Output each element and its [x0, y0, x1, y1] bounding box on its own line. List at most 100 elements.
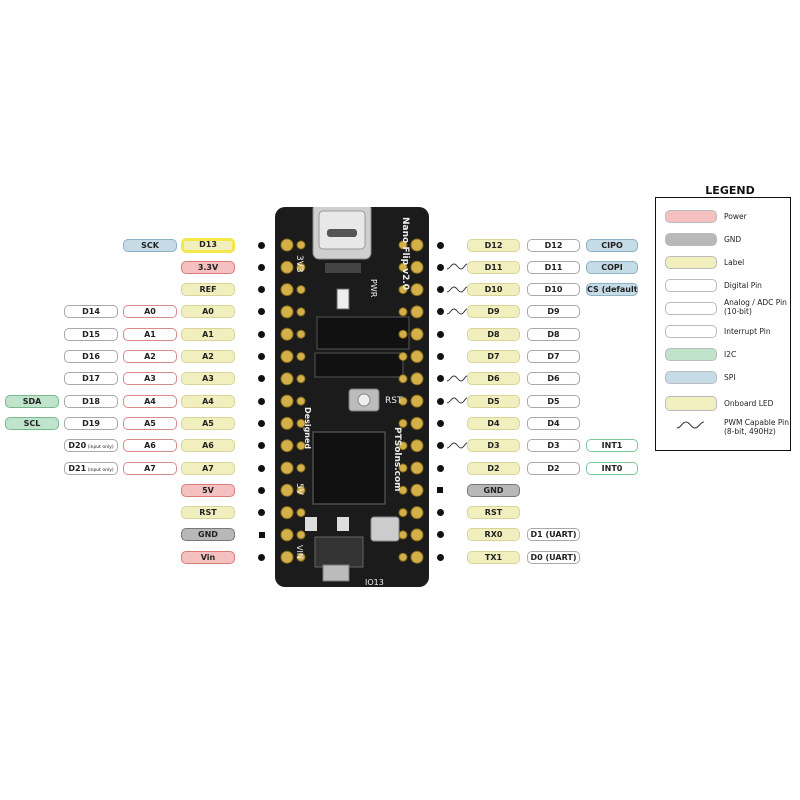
- pin-tag-text: A0: [202, 307, 214, 317]
- header-pin-hole: [296, 329, 306, 339]
- pin-tag-analog: A7: [123, 461, 177, 475]
- pin-tag-text: D14: [82, 307, 100, 317]
- pin-marker-dot: [258, 509, 265, 517]
- pwm-wave-icon: [446, 308, 468, 315]
- pin-tag-digital: D5: [527, 394, 580, 408]
- pin-tag-text: SDA: [22, 396, 42, 406]
- header-pin-hole: [296, 374, 306, 384]
- legend-swatch-spi: [665, 371, 717, 384]
- header-pin-hole: [410, 528, 424, 542]
- header-pin-hole: [280, 483, 294, 497]
- pin-tag-label: D12: [467, 238, 520, 252]
- pin-tag-text: RST: [199, 508, 217, 518]
- legend-swatch-analog: [665, 302, 717, 315]
- pin-tag-analog: A6: [123, 439, 177, 453]
- header-pin-hole: [296, 352, 306, 361]
- pin-tag-text: RST: [484, 508, 503, 518]
- legend-box: Power GND Label Digital Pin Analog / ADC…: [655, 197, 791, 451]
- legend-label: Onboard LED: [724, 399, 774, 408]
- pin-tag-digital: D4: [527, 416, 580, 430]
- pin-marker-dot: [437, 397, 444, 405]
- pin-tag-label: A5: [181, 416, 235, 430]
- header-pin-hole: [410, 550, 424, 564]
- header-pin-hole: [296, 508, 306, 518]
- pin-tag-digital: D9: [527, 305, 580, 319]
- pin-tag-text: A7: [202, 463, 214, 473]
- header-pin-hole: [296, 463, 306, 473]
- pin-tag-text: D1 (UART): [530, 530, 577, 540]
- pin-tag-text: A6: [202, 441, 214, 451]
- pin-tag-label: D10: [467, 283, 520, 297]
- legend-swatch-interrupt: [665, 325, 717, 338]
- pin-marker-dot: [437, 419, 444, 427]
- pin-tag-digital: D11: [527, 260, 580, 274]
- pin-tag-note: (input only): [86, 467, 114, 473]
- pin-tag-digital: D14: [64, 305, 118, 319]
- pin-tag-text: D0 (UART): [530, 552, 577, 562]
- header-pin-hole: [410, 238, 424, 252]
- silk-3v3: 3V3: [294, 255, 304, 273]
- pin-tag-text: D7: [487, 352, 500, 361]
- pin-marker-dot: [437, 241, 444, 249]
- pin-tag-analog: A1: [123, 327, 177, 341]
- pin-tag-label: A7: [181, 461, 235, 475]
- pin-tag-gnd: GND: [467, 483, 520, 497]
- pin-tag-text: D6: [547, 374, 560, 384]
- header-pin-hole: [280, 238, 294, 252]
- pin-tag-text: A5: [144, 418, 156, 428]
- pin-marker-square: [259, 531, 265, 538]
- header-pin-hole: [280, 506, 294, 520]
- pin-tag-text: D18: [82, 396, 100, 406]
- pin-tag-label: TX1: [467, 550, 520, 564]
- pin-tag-label: REF: [181, 283, 235, 297]
- pin-marker-dot: [258, 353, 265, 360]
- pin-tag-text: REF: [199, 285, 217, 295]
- pin-tag-text: 5V: [202, 485, 214, 495]
- pin-tag-power: 5V: [181, 483, 235, 497]
- pin-tag-text: D5: [487, 396, 500, 406]
- header-pin-hole: [410, 350, 424, 363]
- legend-pwm-wave-icon: [676, 421, 705, 429]
- pin-tag-text: D4: [487, 418, 500, 428]
- header-pin-hole: [398, 262, 408, 272]
- header-pin-hole: [280, 394, 294, 408]
- pin-tag-label: A1: [181, 327, 235, 341]
- legend-label: Digital Pin: [724, 281, 762, 290]
- header-pin-hole: [398, 508, 408, 518]
- pin-tag-label: RST: [181, 506, 235, 520]
- pin-tag-note: (input only): [86, 445, 114, 451]
- header-pin-hole: [280, 305, 294, 319]
- header-pin-hole: [398, 285, 408, 295]
- pin-marker-dot: [258, 241, 265, 249]
- header-pin-hole: [296, 240, 306, 250]
- pin-marker-dot: [258, 286, 265, 294]
- pin-tag-text: A3: [202, 374, 214, 384]
- pin-marker-dot: [437, 442, 444, 450]
- header-pin-hole: [410, 461, 424, 475]
- silk-model: Nano Flip v2.0: [400, 217, 410, 290]
- pin-tag-label: RST: [467, 506, 520, 520]
- pin-tag-label: A2: [181, 350, 235, 363]
- pin-tag-digital: D12: [527, 238, 580, 252]
- header-pin-hole: [410, 283, 424, 297]
- pin-tag-text: D10: [484, 285, 503, 295]
- pin-tag-gnd: GND: [181, 528, 235, 542]
- header-pin-hole: [410, 416, 424, 430]
- pin-tag-text: D11: [484, 262, 503, 272]
- pin-tag-text: SCK: [141, 240, 159, 250]
- header-pin-hole: [280, 528, 294, 542]
- pin-tag-label: A0: [181, 305, 235, 319]
- header-pin-hole: [410, 327, 424, 341]
- header-pin-hole: [296, 552, 306, 562]
- header-pin-hole: [398, 374, 408, 384]
- pin-tag-text: CIPO: [601, 240, 623, 250]
- pin-tag-text: SCL: [23, 418, 41, 428]
- pin-tag-analog: A2: [123, 350, 177, 363]
- header-pin-hole: [398, 530, 408, 540]
- pin-tag-digital: D7: [527, 350, 580, 363]
- header-pin-hole: [410, 394, 424, 408]
- pin-tag-digital: D17: [64, 372, 118, 386]
- header-pin-hole: [296, 418, 306, 428]
- pin-tag-digital: D19: [64, 416, 118, 430]
- header-pin-hole: [398, 396, 408, 406]
